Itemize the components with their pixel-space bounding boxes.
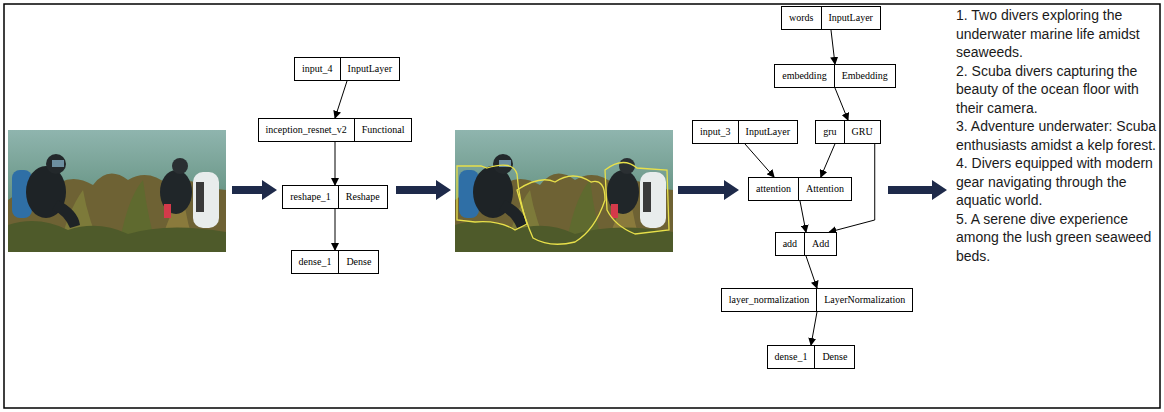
caption-item: 1. Two divers exploring the underwater m… <box>956 6 1160 62</box>
layer-name: input_4 <box>295 58 341 80</box>
layer-type: LayerNormalization <box>817 289 912 311</box>
layer-type: InputLayer <box>341 58 399 80</box>
layer-type: Attention <box>799 178 851 200</box>
connector-arrow <box>800 201 806 232</box>
layer-box: dense_1Dense <box>767 345 856 369</box>
layer-box: attentionAttention <box>748 177 852 201</box>
layer-type: InputLayer <box>739 121 797 143</box>
connector-arrow <box>811 312 817 345</box>
connector-arrow <box>806 256 817 288</box>
layer-box: wordsInputLayer <box>781 6 881 30</box>
caption-list: 1. Two divers exploring the underwater m… <box>956 6 1160 265</box>
connector-arrow <box>335 142 336 185</box>
connector-arrow <box>835 88 848 120</box>
connector-arrow <box>831 30 835 64</box>
layer-box: inception_resnet_v2Functional <box>258 118 413 142</box>
layer-name: dense_1 <box>292 251 340 273</box>
frame <box>4 4 1160 408</box>
segmented-photo <box>455 130 673 252</box>
layer-type: Embedding <box>835 65 895 87</box>
layer-box: reshape_1Reshape <box>282 185 387 209</box>
layer-type: Dense <box>339 251 378 273</box>
connector-arrow <box>821 144 835 177</box>
layer-box: addAdd <box>775 232 838 256</box>
layer-name: add <box>776 233 805 255</box>
connector-arrow <box>335 209 336 250</box>
layer-name: reshape_1 <box>283 186 339 208</box>
layer-box: input_3InputLayer <box>692 120 798 144</box>
layer-name: words <box>782 7 821 29</box>
layer-box: gruGRU <box>815 120 880 144</box>
caption-item: 4. Divers equipped with modern gear navi… <box>956 154 1160 210</box>
caption-item: 5. A serene dive experience among the lu… <box>956 210 1160 266</box>
layer-type: Add <box>805 233 836 255</box>
layer-type: GRU <box>845 121 880 143</box>
layer-name: attention <box>749 178 799 200</box>
layer-type: Functional <box>355 119 412 141</box>
caption-item: 2. Scuba divers capturing the beauty of … <box>956 62 1160 118</box>
layer-name: dense_1 <box>768 346 816 368</box>
layer-name: gru <box>816 121 844 143</box>
layer-type: InputLayer <box>822 7 880 29</box>
caption-item: 3. Adventure underwater: Scuba enthusias… <box>956 117 1160 154</box>
layer-box: layer_normalizationLayerNormalization <box>721 288 914 312</box>
layer-name: input_3 <box>693 121 739 143</box>
layer-name: layer_normalization <box>722 289 818 311</box>
layer-type: Reshape <box>339 186 387 208</box>
layer-box: embeddingEmbedding <box>774 64 896 88</box>
layer-box: dense_1Dense <box>291 250 380 274</box>
connector-arrow <box>335 81 347 118</box>
layer-name: inception_resnet_v2 <box>259 119 355 141</box>
layer-box: input_4InputLayer <box>294 57 400 81</box>
input-photo <box>8 130 226 252</box>
layer-type: Dense <box>815 346 854 368</box>
connector-arrow <box>745 144 774 177</box>
layer-name: embedding <box>775 65 834 87</box>
